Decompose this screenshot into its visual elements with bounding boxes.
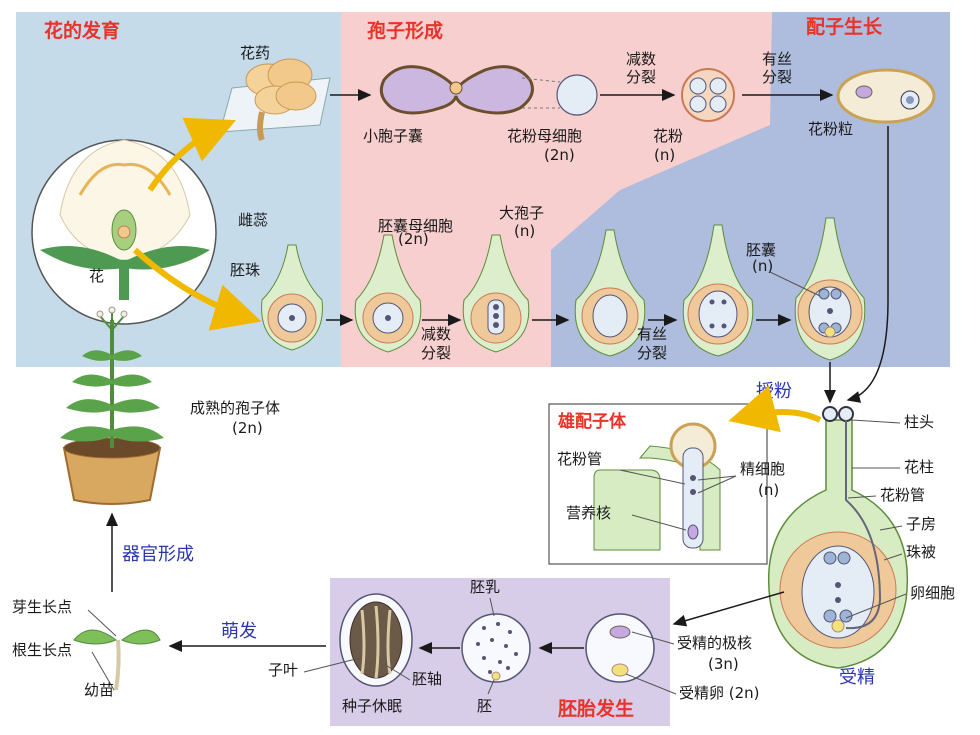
label-fertilized-egg: 受精卵 (2n) — [679, 684, 760, 702]
label-style: 花柱 — [904, 458, 934, 476]
label-megaspore-mother: 胚囊母细胞 — [378, 217, 453, 235]
label-fertilized-polar: 受精的极核 — [677, 634, 752, 652]
label-embryo-sac: 胚囊 — [746, 241, 776, 259]
pollen-tube-detail — [593, 422, 721, 551]
label-seedling: 幼苗 — [84, 681, 114, 699]
label-fertilization: 受精 — [839, 667, 875, 688]
label-megaspore-ploidy: (n) — [514, 222, 535, 240]
label-mature-sporophyte: 成熟的孢子体 — [190, 399, 280, 417]
label-pollen-ploidy: (n) — [654, 146, 675, 164]
label-meiosis-bot-b: 分裂 — [421, 344, 451, 362]
section-title-male-gametophyte: 雄配子体 — [557, 411, 627, 432]
pistil-illustration — [768, 406, 909, 669]
section-title-embryo-development: 胚胎发生 — [557, 697, 634, 720]
label-egg-cell: 卵细胞 — [910, 584, 955, 602]
arrow-flower-to-ovule — [132, 247, 262, 331]
label-shoot-apex: 芽生长点 — [12, 598, 72, 616]
label-pollen-mother-cell: 花粉母细胞 — [507, 127, 582, 145]
label-mitosis-bot-b: 分裂 — [637, 344, 667, 362]
microsporangium-illustration — [379, 65, 534, 115]
label-pollen-tube-right: 花粉管 — [880, 486, 925, 504]
label-seed-dormancy: 种子休眠 — [342, 697, 402, 715]
label-vegetative-nucleus: 营养核 — [566, 504, 611, 522]
label-mitosis-top-a: 有丝 — [762, 50, 792, 68]
ovule-stage-5 — [682, 224, 754, 357]
pollen-mother-cell — [556, 74, 598, 116]
label-root-apex: 根生长点 — [12, 641, 72, 659]
label-sperm-ploidy: (n) — [758, 481, 779, 499]
label-pistil: 雌蕊 — [238, 211, 268, 229]
ovule-stage-4 — [574, 229, 646, 357]
label-pollination: 授粉 — [756, 381, 792, 402]
label-meiosis-bot-a: 减数 — [421, 325, 451, 343]
label-pollen-mother-ploidy: (2n) — [544, 146, 575, 164]
ovule-stage-2 — [354, 234, 422, 353]
label-germination: 萌发 — [221, 621, 257, 642]
label-hypocotyl: 胚轴 — [412, 670, 442, 688]
section-title-spore-formation: 孢子形成 — [367, 19, 443, 42]
pollen-tetrad — [681, 68, 735, 122]
label-megaspore-mother-ploidy: (2n) — [398, 230, 429, 248]
ovule-stage-6-embryo-sac — [794, 217, 866, 361]
seedling-illustration — [73, 629, 161, 691]
label-integument: 珠被 — [906, 543, 936, 561]
label-ovary: 子房 — [906, 515, 936, 533]
label-pollen-grain: 花粉粒 — [808, 120, 853, 138]
fertilized-ovule — [585, 613, 655, 683]
label-megaspore: 大孢子 — [499, 204, 544, 222]
label-mature-sporophyte-ploidy: (2n) — [232, 419, 263, 437]
mature-plant-illustration — [60, 306, 164, 505]
label-pollen: 花粉 — [653, 127, 683, 145]
arrow-pistil-to-embryo — [672, 591, 785, 627]
arrow-pollination-yellow — [728, 385, 822, 433]
ovule-stage-3 — [462, 234, 530, 353]
label-mitosis-top-b: 分裂 — [762, 68, 792, 86]
flower-illustration — [31, 139, 217, 325]
label-endosperm: 胚乳 — [470, 578, 500, 596]
section-title-flower-development: 花的发育 — [44, 19, 120, 42]
label-embryo: 胚 — [477, 697, 492, 715]
arrow-pollen-to-stigma — [846, 126, 889, 403]
label-pollen-tube-box: 花粉管 — [557, 450, 602, 468]
label-anther: 花药 — [240, 44, 270, 62]
endosperm-stage — [461, 613, 531, 683]
arrow-flower-to-anther — [147, 117, 236, 192]
label-microsporangium: 小胞子囊 — [363, 127, 423, 145]
pollen-grain — [836, 68, 936, 124]
anther-illustration — [219, 58, 331, 142]
label-embryo-sac-ploidy: (n) — [752, 257, 773, 275]
label-fertilized-polar-ploidy: (3n) — [708, 655, 739, 673]
label-meiosis-top-b: 分裂 — [626, 68, 656, 86]
dormant-seed — [339, 593, 413, 687]
section-title-gamete-growth: 配子生长 — [806, 15, 883, 38]
label-cotyledon: 子叶 — [268, 661, 298, 679]
label-organ-formation: 器官形成 — [122, 544, 194, 565]
ovule-stage-1 — [261, 244, 323, 351]
label-meiosis-top-a: 减数 — [626, 50, 656, 68]
label-mitosis-bot-a: 有丝 — [637, 325, 667, 343]
label-flower: 花 — [89, 267, 104, 285]
label-ovule: 胚珠 — [230, 261, 260, 279]
label-stigma: 柱头 — [904, 413, 934, 431]
label-sperm-cell: 精细胞 — [740, 460, 785, 478]
